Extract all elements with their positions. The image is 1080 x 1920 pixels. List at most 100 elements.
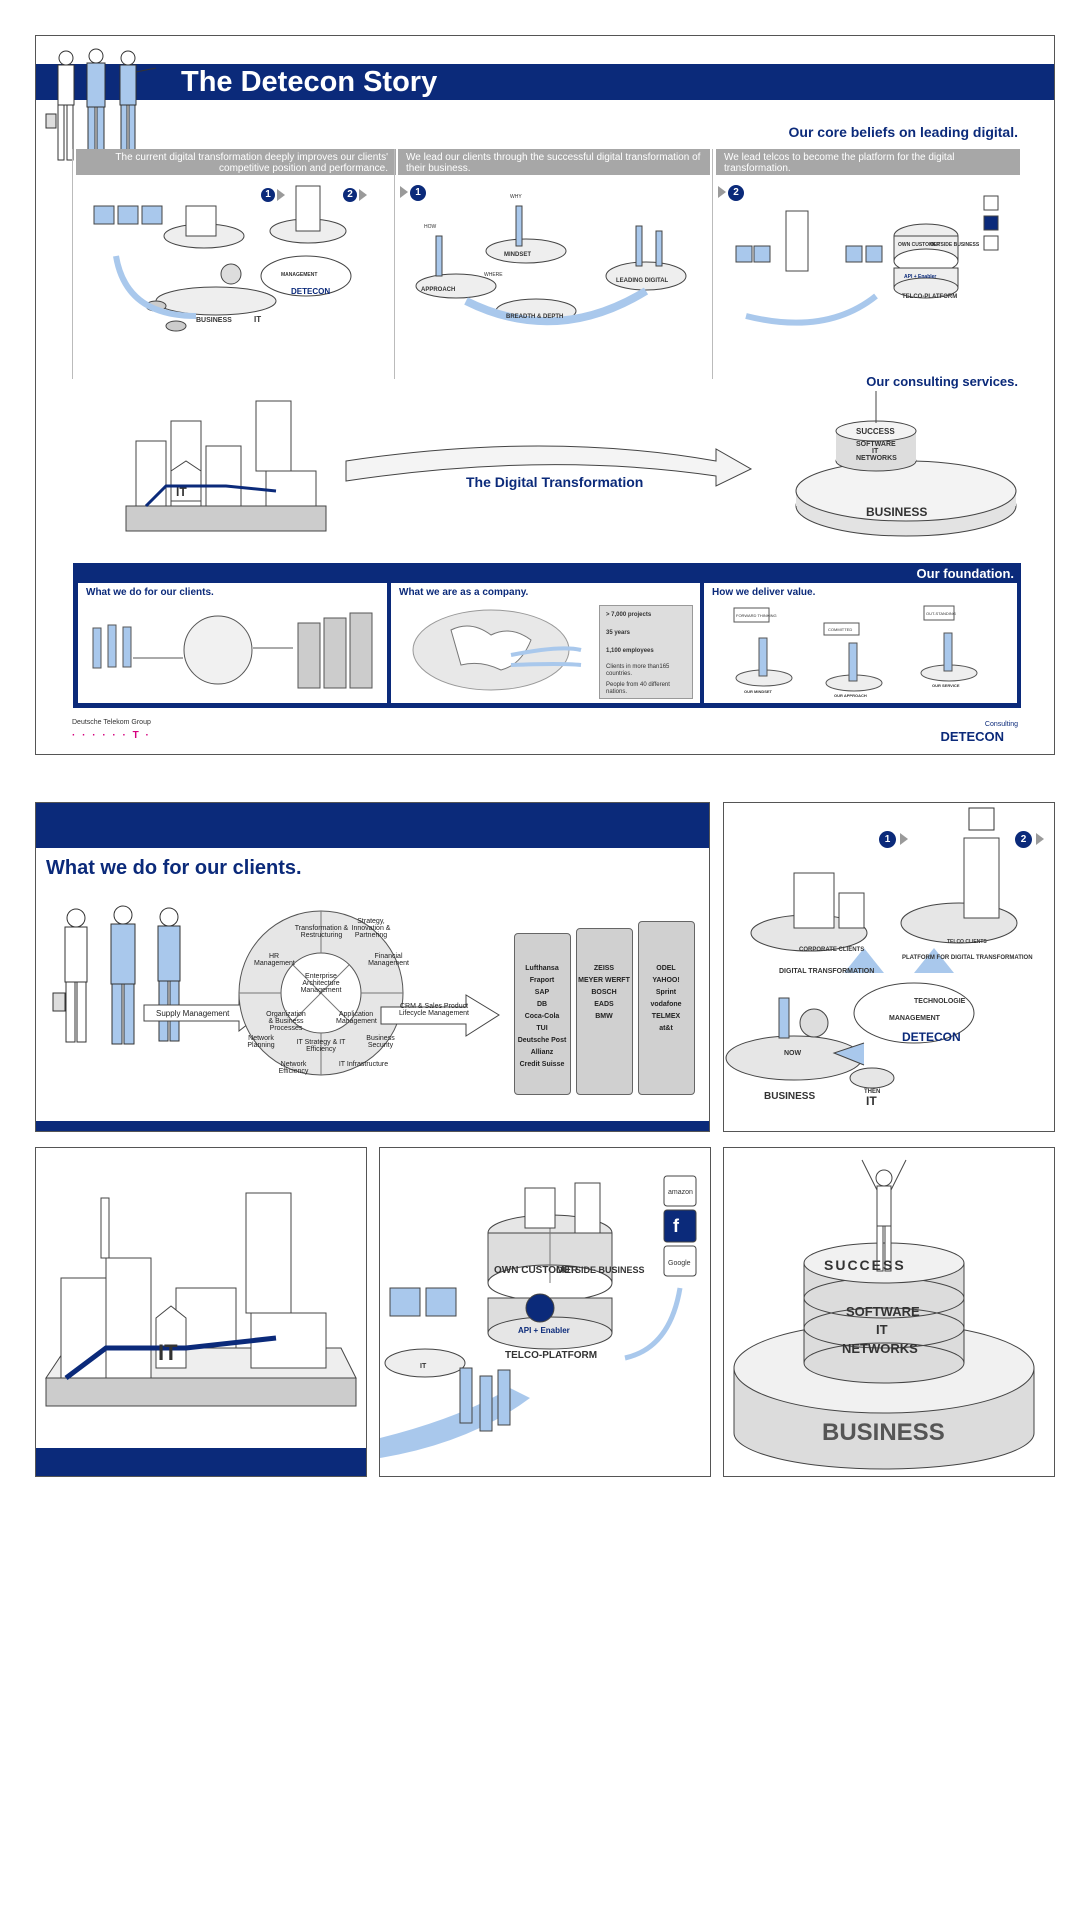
client-logo: ODEL: [656, 965, 676, 972]
client-logo: SAP: [534, 989, 550, 996]
client-logo: YAHOO!: [652, 977, 680, 984]
column-divider: [394, 149, 395, 379]
label-telco-clients: TELCO CLIENTS: [947, 939, 987, 945]
client-logo: BOSCH: [591, 989, 617, 996]
chevron-right-icon: [718, 186, 726, 198]
consulting-heading: Our consulting services.: [866, 374, 1018, 389]
core-beliefs-heading: Our core beliefs on leading digital.: [788, 124, 1018, 140]
service-ring: [238, 910, 404, 1076]
client-column-2: [576, 928, 633, 1095]
chevron-right-icon: [359, 189, 367, 201]
label-now: NOW: [784, 1050, 802, 1057]
client-logo: TUI: [536, 1025, 548, 1032]
client-logo: Allianz: [530, 1049, 554, 1056]
belief-3-text: We lead telcos to become the platform fo…: [724, 152, 955, 174]
label-forward-thinking: FORWARD THINKING: [736, 613, 777, 618]
detecon-logo: DETECON: [940, 729, 1004, 744]
label-business-island: BUSINESS: [764, 1091, 815, 1102]
chevron-right-icon: [277, 189, 285, 201]
ring-hr: HR Management: [254, 953, 295, 967]
stat-nations: People from 40 different nations.: [606, 682, 670, 695]
client-logo: Credit Suisse: [519, 1061, 565, 1068]
label-amazon: amazon: [668, 1189, 693, 1196]
belief-1-bar: The current digital transformation deepl…: [76, 149, 396, 175]
ring-infrastructure: IT Infrastructure: [338, 1061, 389, 1068]
label-business-large: BUSINESS: [822, 1419, 945, 1446]
client-logo: Fraport: [529, 977, 555, 984]
foundation-clients-title: What we do for our clients.: [86, 587, 214, 598]
badge-2-large: 2: [1015, 831, 1032, 848]
digital-transformation-label: The Digital Transformation: [466, 474, 644, 490]
label-own-customer: OWN CUSTOMER: [898, 242, 941, 248]
telco-panel: amazon f Google OWN CUSTOMER OUTSIDE BUS…: [379, 1147, 711, 1477]
label-where: WHERE: [484, 272, 503, 278]
telco-platform-illustration: OWN CUSTOMER OUTSIDE BUSINESS API + Enab…: [735, 195, 999, 326]
foundation-value-title: How we deliver value.: [712, 587, 816, 598]
ring-transformation: Transformation & Restructuring: [294, 925, 349, 939]
label-telco-platform: TELCO-PLATFORM: [902, 294, 957, 300]
label-outside-business-large: OUTSIDE BUSINESS: [556, 1265, 645, 1275]
label-then: THEN: [864, 1089, 880, 1095]
chevron-right-icon: [400, 186, 408, 198]
label-google: Google: [668, 1260, 691, 1267]
stat-employees: 1,100 employees: [606, 648, 654, 654]
label-business: BUSINESS: [196, 317, 232, 324]
chevron-right-icon: [900, 833, 908, 845]
crm-label: CRM & Sales Product Lifecycle Management: [398, 1003, 470, 1017]
label-it-factory: IT: [176, 485, 187, 499]
label-our-approach: OUR APPROACH: [834, 693, 867, 698]
label-own-customer-large: OWN CUSTOMER: [494, 1265, 579, 1276]
telco-large-illustration: amazon f Google OWN CUSTOMER OUTSIDE BUS…: [380, 1175, 697, 1458]
label-it-large: IT: [876, 1322, 888, 1337]
label-approach: APPROACH: [421, 287, 455, 293]
client-logo: DB: [536, 1001, 548, 1008]
inner-organization: Organization & Business Processes: [266, 1011, 306, 1032]
badge-1-large: 1: [879, 831, 896, 848]
badge-2: 2: [728, 185, 744, 201]
chevron-right-icon: [1036, 833, 1044, 845]
belief-3-bar: We lead telcos to become the platform fo…: [716, 149, 1020, 175]
ring-financial: Financial Management: [368, 953, 409, 967]
label-technologie: TECHNOLOGIE: [914, 998, 966, 1005]
clients-panel: What we do for our clients. Supply Manag…: [35, 802, 710, 1132]
foundation-heading: Our foundation.: [916, 566, 1014, 581]
ring-planning: Network Planning: [247, 1035, 275, 1049]
clients-header-band: [36, 803, 709, 848]
label-committed: COMMITTED: [828, 627, 852, 632]
factory-footer-band: [36, 1448, 366, 1476]
footer-group: Deutsche Telekom Group: [72, 719, 151, 726]
facebook-icon: f: [673, 1216, 680, 1236]
detecon-island-panel: 1 2 CORPORATE CLIENTS DIGITAL TRANSFORMA…: [723, 802, 1055, 1132]
ring-efficiency: Network Efficiency: [278, 1061, 309, 1075]
client-logo: BMW: [595, 1013, 613, 1020]
column-divider: [712, 149, 713, 379]
ring-security: Business Security: [366, 1035, 395, 1049]
stat-years: 35 years: [606, 630, 631, 636]
success-panel: SUCCESS SOFTWARE IT NETWORKS BUSINESS: [723, 1147, 1055, 1477]
label-management-island: MANAGEMENT: [889, 1015, 941, 1022]
inner-application: Application Management: [336, 1011, 377, 1025]
label-corporate-clients: CORPORATE CLIENTS: [799, 947, 864, 953]
inner-it-strategy: IT Strategy & IT Efficiency: [296, 1039, 346, 1053]
label-software-large: SOFTWARE: [846, 1304, 920, 1319]
client-column-3: [638, 921, 695, 1095]
business-it-illustration: BUSINESS IT DETECON MANAGEMENT: [93, 185, 352, 332]
label-outside-business: OUTSIDE BUSINESS: [930, 242, 980, 248]
foundation-box-clients: What we do for our clients.: [78, 583, 387, 703]
client-logo: MEYER WERFT: [578, 977, 630, 984]
label-it-island: IT: [866, 1094, 877, 1108]
label-outstanding: OUT-STANDING: [926, 611, 956, 616]
ring-strategy: Strategy, Innovation & Partnering: [351, 918, 391, 939]
factory-large-illustration: IT: [45, 1192, 357, 1407]
belief-1-text: The current digital transformation deepl…: [115, 152, 388, 174]
factory-panel: IT: [35, 1147, 367, 1477]
stat-countries: Clients in more than165 countries.: [606, 664, 670, 677]
belief-2-text: We lead our clients through the successf…: [406, 152, 701, 174]
label-how: HOW: [424, 224, 437, 230]
client-logo: ZEISS: [593, 965, 615, 972]
label-leading-digital: LEADING DIGITAL: [616, 278, 669, 284]
leading-digital-illustration: APPROACH MINDSET BREADTH & DEPTH LEADING…: [415, 194, 687, 326]
